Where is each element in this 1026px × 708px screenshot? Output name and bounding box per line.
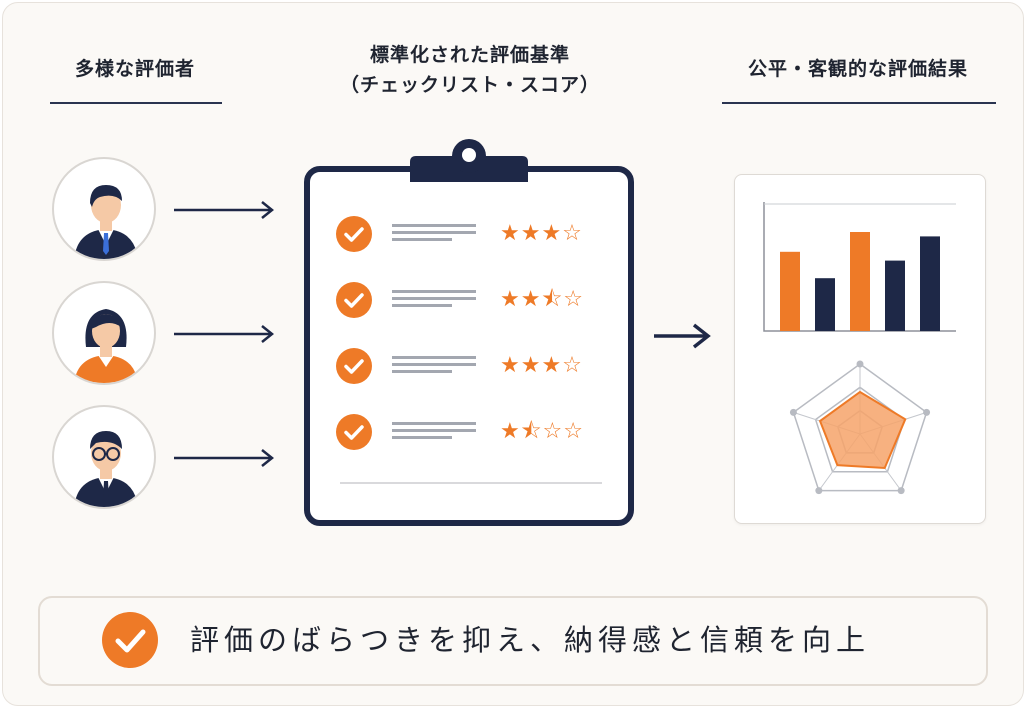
businesswoman-avatar-icon	[74, 309, 138, 383]
businessman-avatar-icon	[74, 185, 138, 259]
star-rating: ★★★☆	[500, 221, 583, 246]
evaluator-avatar-1	[52, 157, 156, 261]
star-rating: ★⯪☆☆	[500, 419, 585, 444]
glasses-businessman-avatar-icon	[74, 431, 138, 507]
criterion-text-placeholder	[392, 290, 476, 307]
star-rating: ★★⯪☆	[500, 287, 585, 312]
radar-vertex	[789, 408, 797, 416]
results-title: 公平・客観的な評価結果	[747, 58, 968, 80]
evaluator-avatar-3	[52, 405, 156, 509]
arrow-evaluator-1	[174, 201, 275, 219]
radar-vertex	[923, 408, 931, 416]
bar-4	[885, 260, 905, 331]
star-rating: ★★★☆	[500, 353, 583, 378]
summary-text: 評価のばらつきを抑え、納得感と信頼を向上	[190, 623, 871, 657]
radar-grid-level-3	[792, 363, 928, 492]
criterion-text-placeholder	[392, 224, 476, 241]
checklist-row: ★★★☆	[336, 348, 626, 384]
radar-vertex	[815, 487, 823, 495]
arrow-evaluator-3	[174, 449, 275, 467]
check-circle-icon	[336, 348, 372, 384]
criterion-text-placeholder	[392, 422, 476, 439]
clipboard-clip-icon	[410, 139, 528, 182]
check-circle-icon	[336, 414, 372, 450]
checklist-row: ★★⯪☆	[336, 282, 626, 318]
criterion-text-placeholder	[392, 356, 476, 373]
arrow-evaluator-2	[174, 325, 275, 343]
results-bar-chart	[763, 202, 956, 332]
check-circle-icon	[336, 282, 372, 318]
bar-3	[850, 232, 870, 331]
bar-1	[780, 251, 800, 331]
checklist-row: ★⯪☆☆	[336, 414, 626, 450]
radar-vertex	[897, 487, 905, 495]
radar-vertex	[856, 360, 864, 368]
results-radar-chart	[789, 360, 931, 495]
radar-data-area	[818, 390, 907, 470]
check-circle-icon	[336, 216, 372, 252]
bar-2	[815, 278, 835, 331]
results-title-underline	[722, 102, 996, 104]
clipboard-divider	[340, 482, 602, 484]
criteria-title-line2: （チェックリスト・スコア）	[339, 74, 600, 96]
checklist-row: ★★★☆	[336, 216, 626, 252]
check-circle-icon	[102, 612, 158, 668]
criteria-title-line1: 標準化された評価基準	[369, 44, 570, 66]
bar-5	[920, 236, 940, 331]
evaluators-title-underline	[50, 102, 222, 104]
arrow-criteria-to-results	[654, 323, 711, 349]
evaluator-avatar-2	[52, 281, 156, 385]
criteria-title: 標準化された評価基準 （チェックリスト・スコア）	[300, 40, 640, 100]
summary-box	[38, 596, 988, 686]
evaluators-title: 多様な評価者	[74, 58, 195, 80]
